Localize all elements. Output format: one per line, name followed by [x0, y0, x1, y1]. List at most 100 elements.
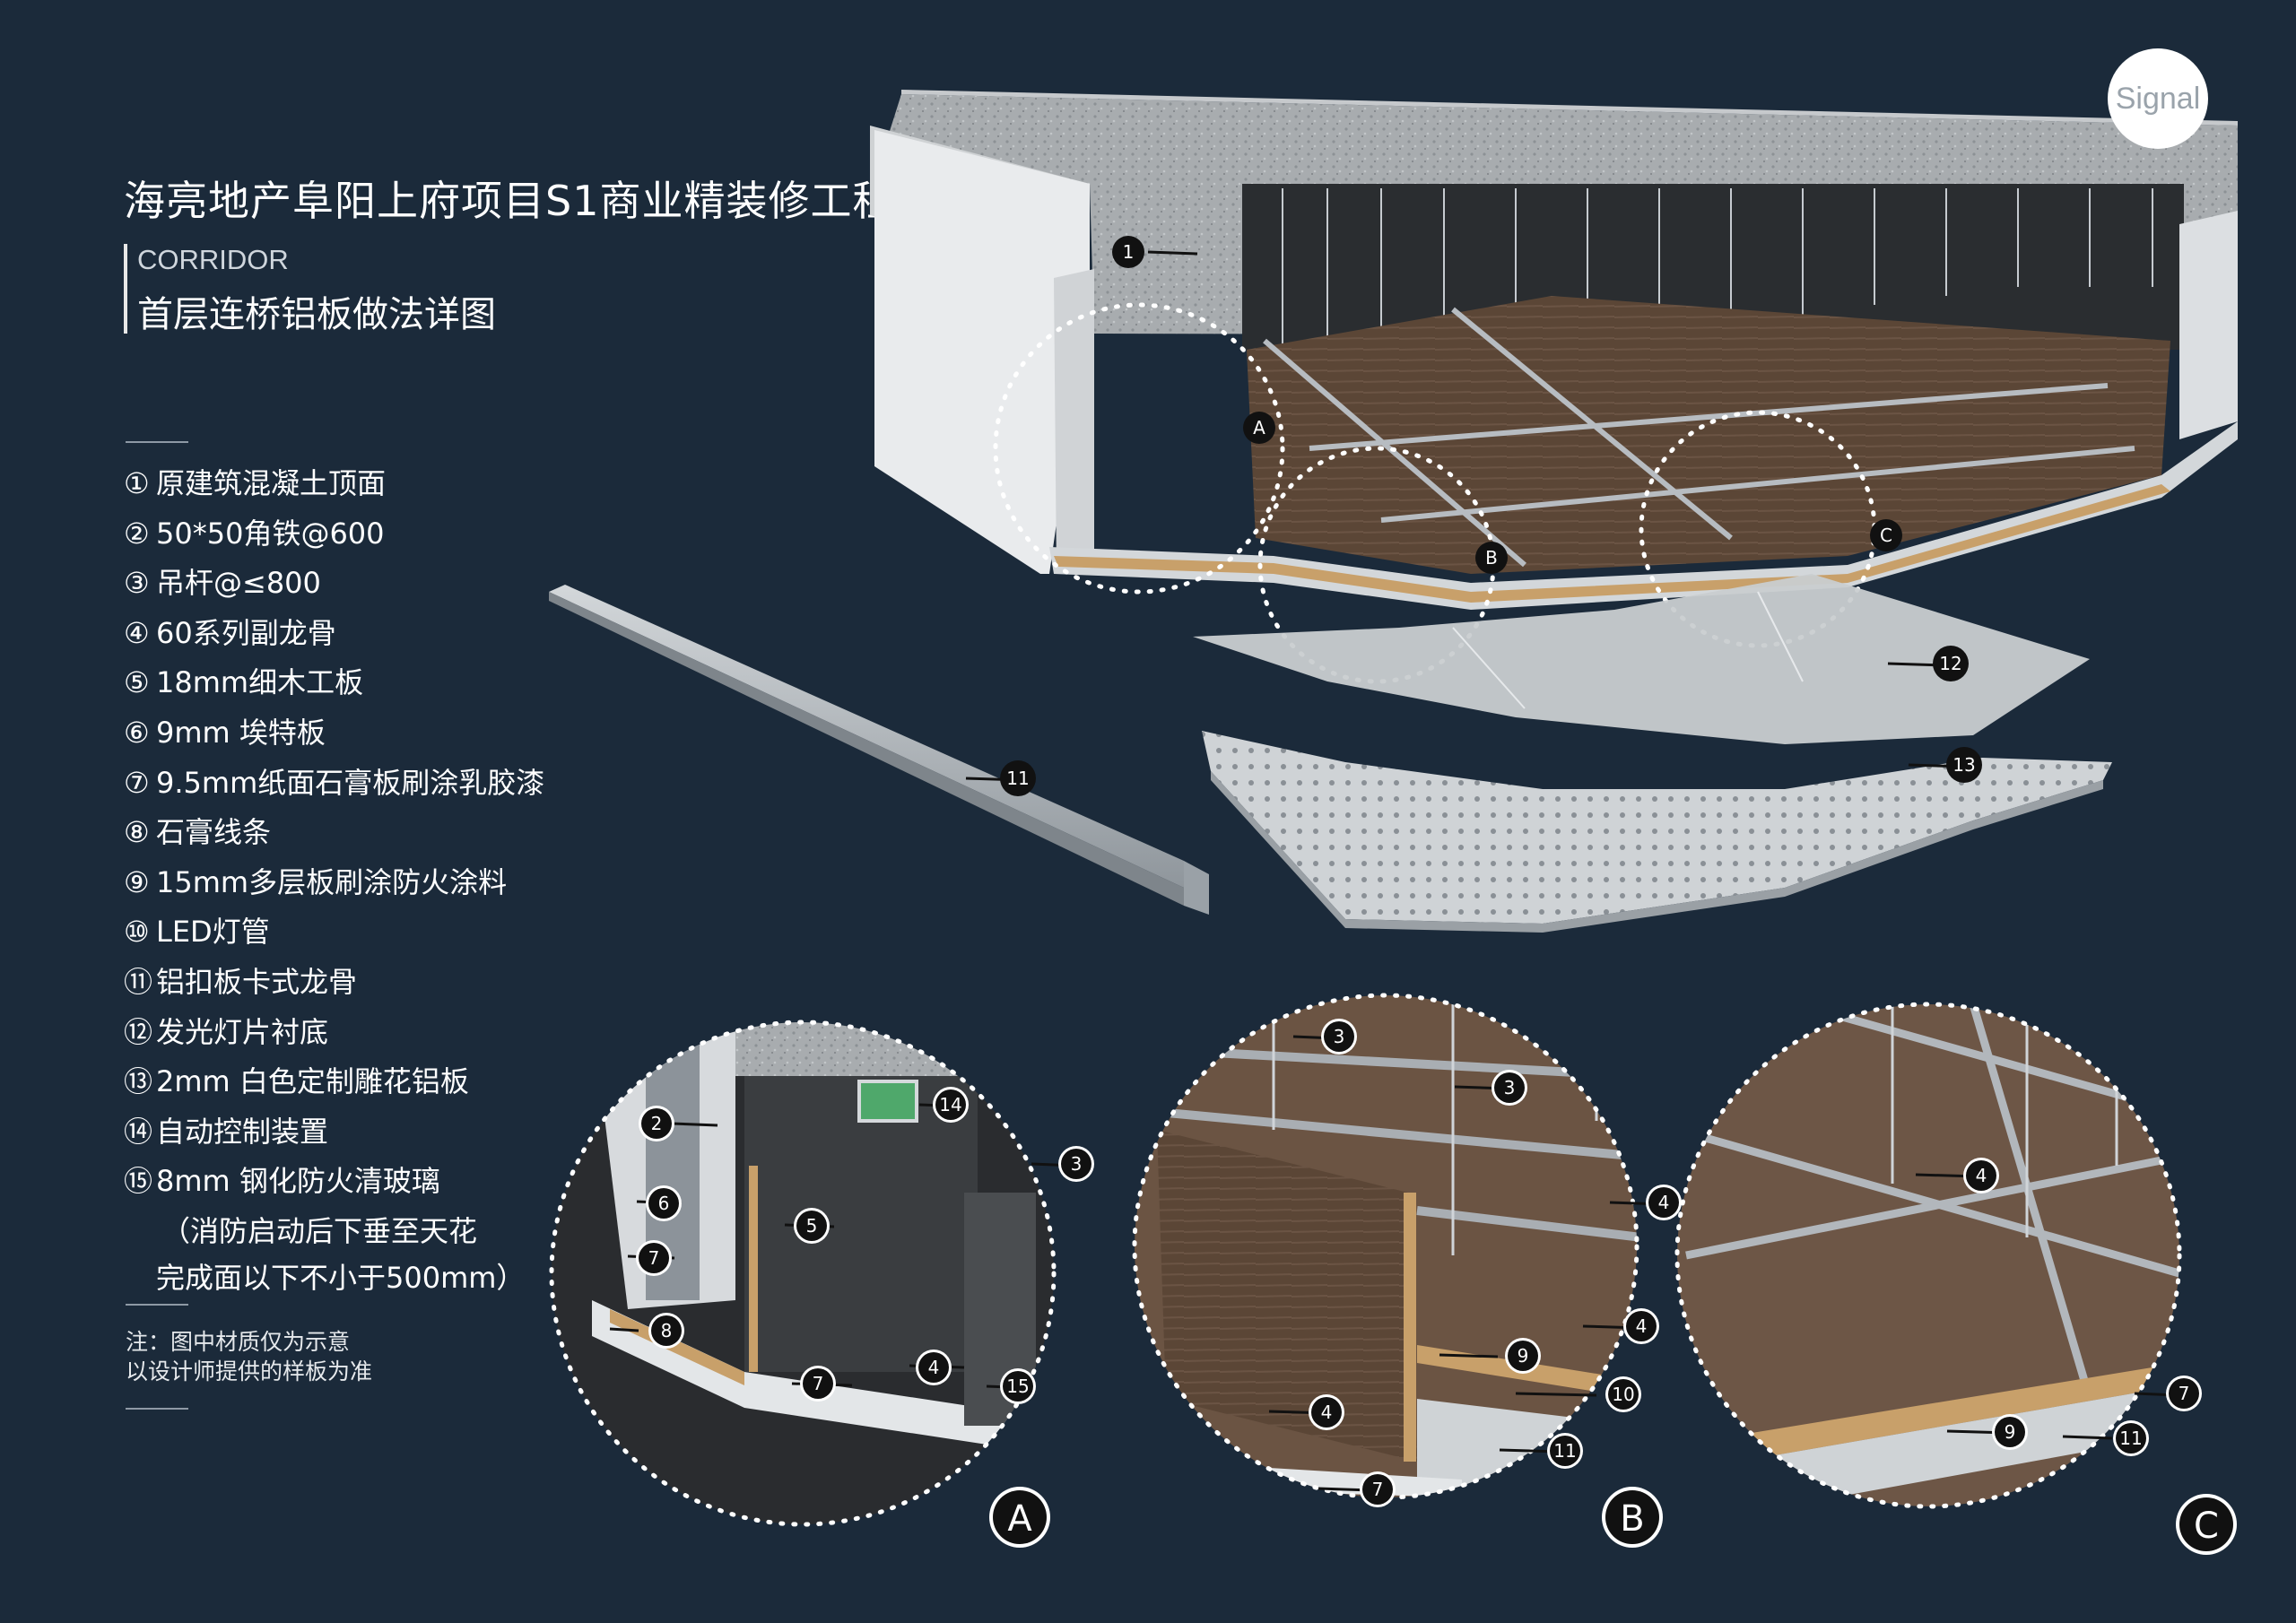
detail-letter: C [2194, 1506, 2219, 1547]
legend-num: ⑨ [124, 864, 150, 899]
detail-label-b: B [1602, 1487, 1663, 1548]
divider [126, 441, 188, 443]
callout-marker: 11 [1000, 760, 1036, 796]
callout-marker: 8 [648, 1313, 684, 1349]
legend-num: ② [124, 516, 150, 551]
callout-label: 15 [1006, 1376, 1029, 1397]
callout-marker: 3 [1321, 1019, 1357, 1055]
callout-marker: 15 [1000, 1368, 1036, 1404]
detail-a-ring [549, 1020, 1057, 1527]
callout-marker: 7 [636, 1240, 672, 1276]
callout-label: 14 [939, 1094, 961, 1115]
callout-marker: 4 [1623, 1308, 1659, 1344]
callout-label: 4 [1636, 1315, 1648, 1337]
signal-badge: Signal [2108, 48, 2208, 149]
legend-num: ⑩ [124, 915, 150, 950]
legend-text: 自动控制装置 [156, 1114, 329, 1149]
callout-marker: 4 [1963, 1158, 1999, 1193]
callout-label: 4 [1658, 1192, 1670, 1213]
callout-label: 6 [658, 1193, 670, 1214]
side-panel [874, 130, 1090, 574]
detail-letter: B [1620, 1498, 1644, 1540]
callout-label: 1 [1123, 241, 1135, 263]
legend-continuation: 完成面以下不小于500mm） [156, 1261, 526, 1295]
callout-label: 3 [1071, 1153, 1083, 1175]
legend-text: 50*50角铁@600 [156, 516, 385, 551]
callout-marker: 10 [1605, 1376, 1641, 1412]
legend-num: ⑭ [124, 1114, 153, 1149]
page-subtitle: 首层连桥铝板做法详图 [137, 294, 496, 335]
callout-marker: 4 [1646, 1185, 1682, 1220]
legend-num: ⑦ [124, 765, 150, 800]
callout-marker: 12 [1933, 646, 1969, 681]
callout-label: 10 [1612, 1384, 1634, 1405]
callout-label: 12 [1939, 653, 1961, 674]
detail-letter: A [1007, 1498, 1032, 1540]
legend-num: ⑪ [124, 964, 153, 999]
legend-num: ⑫ [124, 1014, 153, 1049]
note-line: 注：图中材质仅为示意 [126, 1329, 351, 1355]
callout-label: 7 [648, 1247, 660, 1269]
wood-ceiling [1247, 296, 2170, 574]
callout-label: C [1880, 525, 1892, 546]
callout-label: 9 [2005, 1421, 2016, 1443]
note-line: 以设计师提供的样板为准 [126, 1358, 373, 1384]
legend-text: 18mm细木工板 [156, 665, 364, 700]
callout-marker: C [1870, 519, 1902, 551]
legend-text: 吊杆@≤800 [156, 566, 321, 601]
legend-text: 发光灯片衬底 [156, 1014, 329, 1049]
callout-label: 9 [1518, 1345, 1529, 1367]
callout-marker: 7 [1360, 1471, 1396, 1507]
legend-text: 9.5mm纸面石膏板刷涂乳胶漆 [156, 765, 545, 800]
aluminium-keel [549, 585, 1209, 915]
detail-c-view [1677, 1004, 2179, 1506]
detail-b-ring [1132, 993, 1639, 1500]
legend-num: ⑮ [124, 1164, 153, 1199]
callout-label: 8 [661, 1320, 673, 1341]
callout-label: 11 [1553, 1440, 1576, 1462]
callout-marker: B [1475, 542, 1508, 574]
legend-text: 2mm 白色定制雕花铝板 [156, 1064, 469, 1099]
divider [126, 1408, 188, 1410]
callout-marker: 7 [2166, 1376, 2202, 1411]
callout-marker: 9 [1505, 1338, 1541, 1374]
light-sheet [1193, 574, 2090, 744]
callout-label: 5 [806, 1215, 818, 1237]
callout-marker: 2 [639, 1106, 674, 1141]
detail-label-a: A [989, 1487, 1050, 1548]
callout-label: B [1485, 547, 1498, 568]
legend-num: ⑤ [124, 665, 150, 700]
callout-label: A [1253, 417, 1265, 438]
callout-marker: 11 [1547, 1433, 1583, 1469]
legend-num: ⑧ [124, 815, 150, 850]
page-title: 海亮地产阜阳上府项目S1商业精装修工程 [124, 177, 895, 225]
divider [126, 1304, 188, 1306]
callout-marker: 13 [1946, 747, 1982, 783]
callout-label: 4 [928, 1357, 940, 1378]
title-accent-bar [124, 244, 127, 334]
legend-continuation: （消防启动后下垂至天花 [161, 1214, 478, 1248]
legend-text: 15mm多层板刷涂防火涂料 [156, 864, 508, 899]
callout-marker: 9 [1992, 1414, 2028, 1450]
callout-marker: 3 [1492, 1070, 1527, 1106]
callout-marker: 3 [1058, 1146, 1094, 1182]
perforated-panel [1202, 731, 2112, 924]
legend-text: 石膏线条 [156, 815, 272, 850]
callout-marker: 1 [1112, 236, 1144, 268]
callout-marker: 4 [916, 1350, 952, 1385]
section-tag: CORRIDOR [137, 244, 289, 275]
